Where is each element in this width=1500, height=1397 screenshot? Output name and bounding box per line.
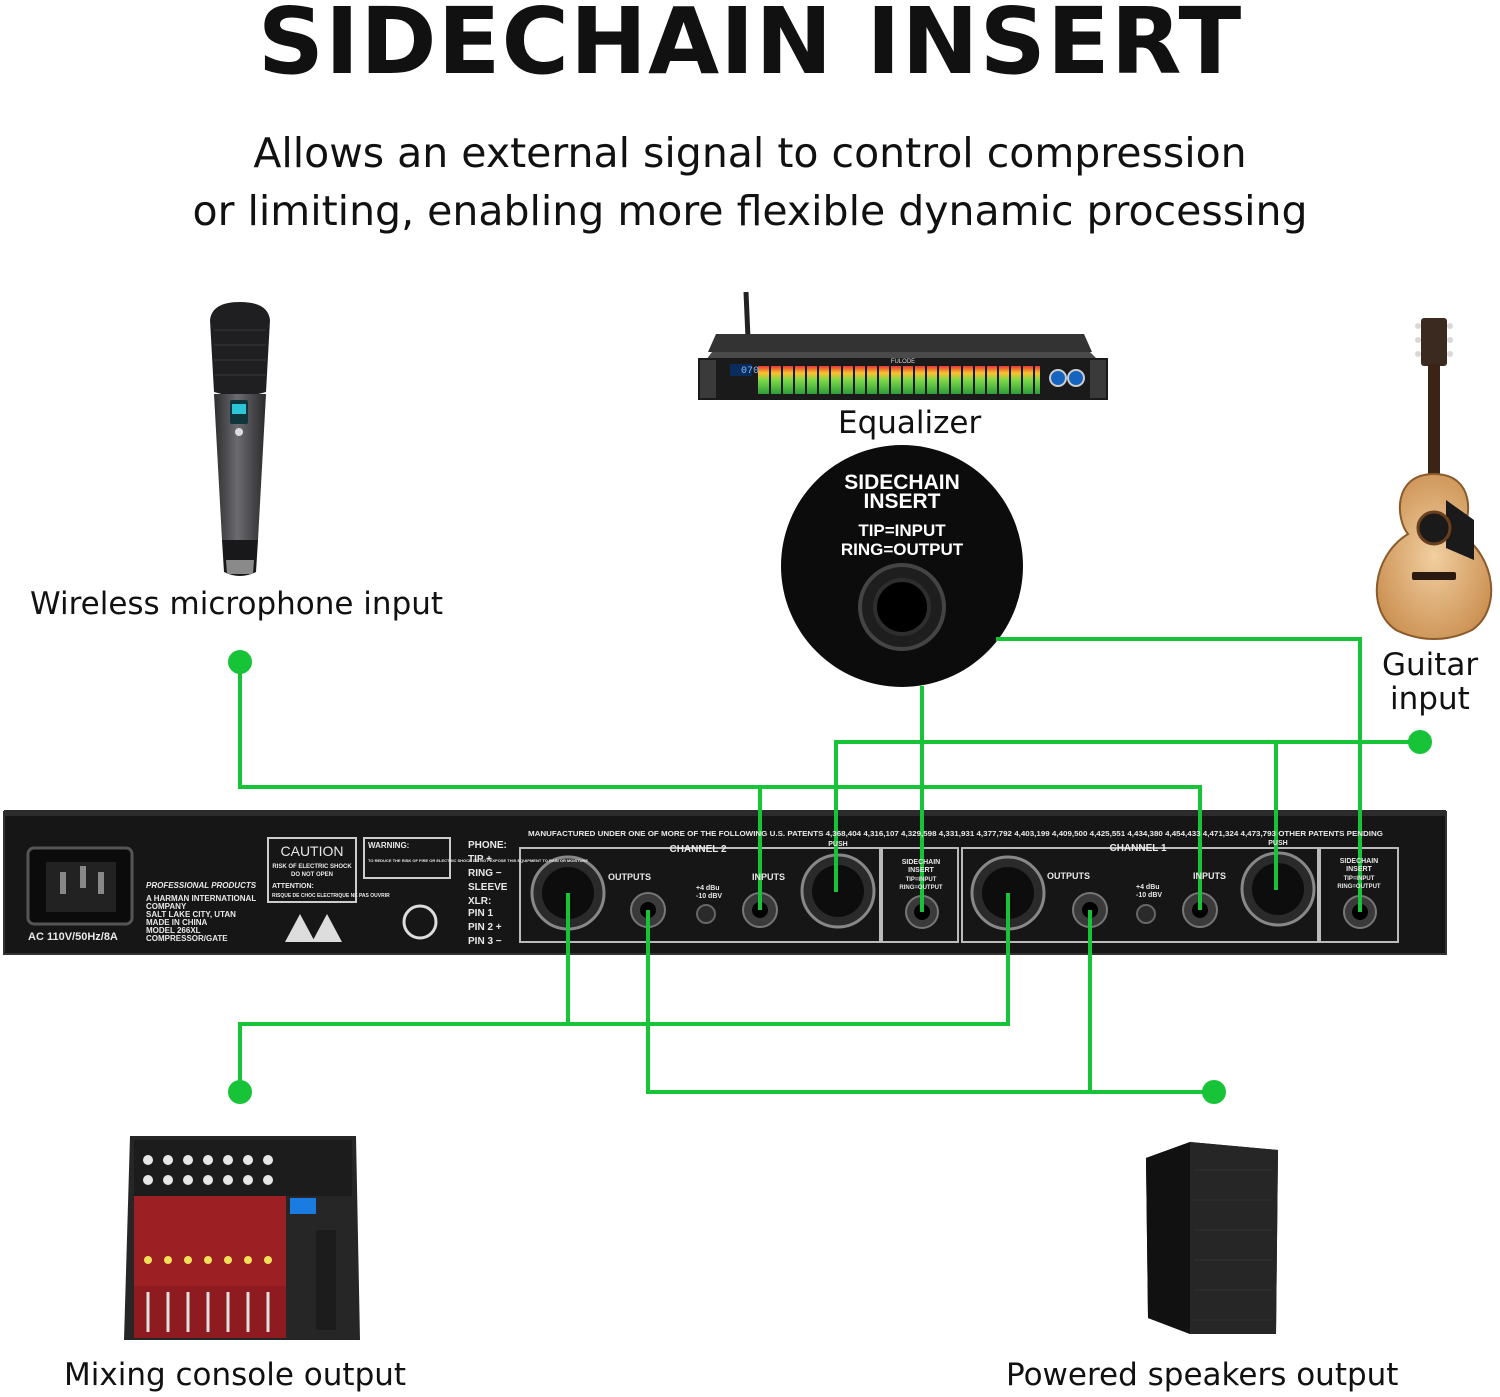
equalizer-label: Equalizer xyxy=(838,405,982,441)
equalizer-image xyxy=(698,291,1108,400)
guitar-label-2: input xyxy=(1390,681,1470,717)
callout-sidechain: SIDECHAIN xyxy=(844,471,960,494)
callout-insert: INSERT xyxy=(863,490,940,513)
ch2-level-lo: -10 dBV xyxy=(696,893,722,900)
microphone-label: Wireless microphone input xyxy=(30,586,444,622)
subtitle-line-1: Allows an external signal to control com… xyxy=(253,129,1247,177)
ch2-sidechain-4: RING=OUTPUT xyxy=(899,885,943,891)
mixing-console-image xyxy=(124,1136,360,1340)
panel-phone: PHONE: xyxy=(468,840,507,851)
acoustic-guitar-image xyxy=(1375,318,1493,640)
ch1-level-hi: +4 dBu xyxy=(1136,884,1160,891)
panel-pin2: PIN 2 + xyxy=(468,922,502,933)
panel-company-1: A HARMAN INTERNATIONAL xyxy=(146,894,256,903)
panel-tip: TIP + xyxy=(468,854,492,865)
channel-1-label: CHANNEL 1 xyxy=(1109,843,1166,854)
powered-speaker-image xyxy=(1146,1142,1278,1334)
ch1-inputs-label: INPUTS xyxy=(1193,871,1226,881)
panel-power-rating: AC 110V/50Hz/8A xyxy=(28,931,118,943)
speaker-label: Powered speakers output xyxy=(1006,1357,1399,1393)
page-title: SIDECHAIN INSERT xyxy=(257,0,1243,95)
ch1-sidechain-4: RING=OUTPUT xyxy=(1337,884,1381,890)
panel-city: SALT LAKE CITY, UTAN xyxy=(146,910,236,919)
ch1-sidechain-3: TIP=INPUT xyxy=(1344,876,1375,882)
panel-model-type: COMPRESSOR/GATE xyxy=(146,934,228,943)
ch2-outputs-label: OUTPUTS xyxy=(608,872,651,882)
panel-sleeve: SLEEVE xyxy=(468,882,508,893)
guitar-label: Guitar xyxy=(1382,647,1479,683)
panel-caution: CAUTION xyxy=(281,843,344,859)
ch1-level-lo: -10 dBV xyxy=(1136,892,1162,899)
sidechain-jack-callout xyxy=(781,445,1023,687)
ch2-sidechain-2: INSERT xyxy=(908,867,934,874)
wireless-microphone-image xyxy=(210,302,270,576)
panel-professional: PROFESSIONAL PRODUCTS xyxy=(146,881,257,890)
ch2-inputs-label: INPUTS xyxy=(752,872,785,882)
panel-patents: MANUFACTURED UNDER ONE OF MORE OF THE FO… xyxy=(528,831,1384,838)
ch2-sidechain-1: SIDECHAIN xyxy=(902,859,941,866)
panel-pin1: PIN 1 xyxy=(468,908,493,919)
panel-model: MODEL 266XL xyxy=(146,926,201,935)
panel-company-2: COMPANY xyxy=(146,902,187,911)
ch2-level-hi: +4 dBu xyxy=(696,885,720,892)
ch1-sidechain-1: SIDECHAIN xyxy=(1340,858,1379,865)
wire-endpoints xyxy=(228,650,1432,1104)
panel-made: MADE IN CHINA xyxy=(146,918,208,927)
ch1-push-label: PUSH xyxy=(1268,840,1287,847)
mixer-label: Mixing console output xyxy=(64,1357,407,1393)
panel-warning: WARNING: xyxy=(368,841,409,850)
panel-attention-text: RISQUE DE CHOC ELECTRIQUE NE PAS OUVRIR xyxy=(272,893,390,899)
channel-2-label: CHANNEL 2 xyxy=(669,844,726,855)
signal-wires xyxy=(238,637,1420,1094)
panel-ring: RING − xyxy=(468,868,502,879)
ch2-sidechain-3: TIP=INPUT xyxy=(906,877,937,883)
panel-xlr: XLR: xyxy=(468,896,491,907)
ch1-sidechain-2: INSERT xyxy=(1346,866,1372,873)
callout-tip-input: TIP=INPUT xyxy=(858,521,946,540)
ch2-push-label: PUSH xyxy=(828,841,847,848)
equalizer-brand: FULODE xyxy=(891,359,915,365)
panel-caution-sub1: RISK OF ELECTRIC SHOCK xyxy=(272,864,352,870)
ch1-outputs-label: OUTPUTS xyxy=(1047,871,1090,881)
equalizer-display: 070 xyxy=(741,366,759,377)
panel-attention: ATTENTION: xyxy=(272,883,314,890)
panel-pin3: PIN 3 − xyxy=(468,936,502,947)
panel-caution-sub2: DO NOT OPEN xyxy=(291,872,333,878)
subtitle-line-2: or limiting, enabling more flexible dyna… xyxy=(192,187,1308,235)
panel-warning-text: TO REDUCE THE RISK OF FIRE OR ELECTRIC S… xyxy=(368,858,588,863)
callout-ring-output: RING=OUTPUT xyxy=(841,540,964,559)
